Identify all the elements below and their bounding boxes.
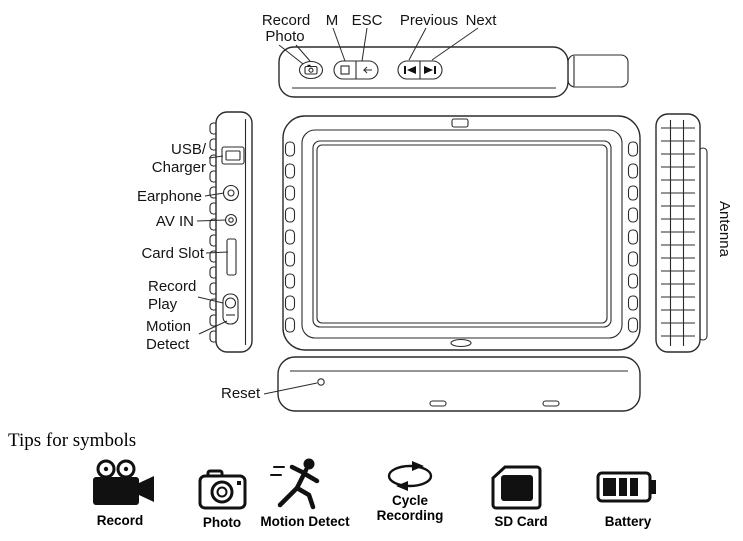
next-button-icon <box>424 66 436 74</box>
tips-heading: Tips for symbols <box>8 430 136 451</box>
previous-button-icon <box>404 66 416 74</box>
left-label-av-in: AV IN <box>156 213 194 230</box>
front-view <box>282 115 641 351</box>
top-label-m: M <box>326 12 339 29</box>
legend-label-sd-card: SD Card <box>494 514 547 529</box>
left-label-detect: Detect <box>146 336 190 353</box>
running-person-icon <box>270 458 320 510</box>
reset-hole <box>317 378 325 386</box>
screen-outer <box>312 140 612 328</box>
left-label-earphone: Earphone <box>137 188 202 205</box>
right-label-antenna: Antenna <box>716 201 733 258</box>
previous-next-buttons <box>397 60 443 80</box>
legend: Record Photo Motion Detect Cycle <box>93 458 656 530</box>
left-label-card-slot: Card Slot <box>141 245 204 262</box>
bottom-view-outline <box>277 356 641 412</box>
screen-bezel <box>301 129 623 339</box>
bottom-slot <box>542 400 560 407</box>
top-label-previous: Previous <box>400 12 458 29</box>
left-label-usb: USB/ <box>171 141 207 158</box>
card-slot <box>226 238 237 276</box>
left-label-charger: Charger <box>152 159 206 176</box>
legend-label-record: Record <box>97 513 144 528</box>
right-side-view: Antenna <box>655 113 733 353</box>
camera-icon <box>198 469 247 510</box>
right-side-outline <box>655 113 701 353</box>
sd-card-icon <box>491 465 542 510</box>
mode-switch <box>222 293 239 325</box>
top-label-photo: Photo <box>265 28 304 45</box>
left-side-view: USB/ Charger Earphone AV IN Card Slot Re… <box>137 111 253 353</box>
esc-button-icon <box>362 66 372 74</box>
m-button-icon <box>340 65 350 75</box>
front-top-detail <box>451 118 469 128</box>
legend-label-motion-detect: Motion Detect <box>260 514 350 529</box>
video-camera-icon <box>93 459 154 505</box>
m-esc-buttons <box>333 60 379 80</box>
front-grip-ribs <box>284 141 639 333</box>
bottom-slot <box>429 400 447 407</box>
legend-label-cycle: Cycle <box>392 493 429 508</box>
front-bottom-detail <box>450 338 472 348</box>
screen <box>316 144 608 324</box>
left-label-motion: Motion <box>146 318 191 335</box>
left-label-play: Play <box>148 296 178 313</box>
battery-icon <box>596 471 656 503</box>
legend-label-battery: Battery <box>605 514 652 529</box>
usb-port <box>221 146 245 165</box>
top-label-esc: ESC <box>352 12 383 29</box>
left-label-record: Record <box>148 278 196 295</box>
top-label-next: Next <box>466 12 498 29</box>
cycle-arrows-icon <box>387 461 433 491</box>
top-view-outline <box>278 46 569 98</box>
antenna-grid-texture <box>661 120 695 346</box>
bottom-view: Reset <box>221 356 641 412</box>
left-side-outline <box>215 111 253 353</box>
top-view: Record Photo M ESC Previous Next <box>262 12 629 98</box>
front-outline <box>282 115 641 351</box>
bottom-label-reset: Reset <box>221 385 261 402</box>
legend-label-photo: Photo <box>203 515 241 530</box>
top-label-record: Record <box>262 12 310 29</box>
legend-label-recording: Recording <box>377 508 444 523</box>
top-antenna-tip <box>567 54 629 88</box>
record-photo-button <box>298 60 324 80</box>
